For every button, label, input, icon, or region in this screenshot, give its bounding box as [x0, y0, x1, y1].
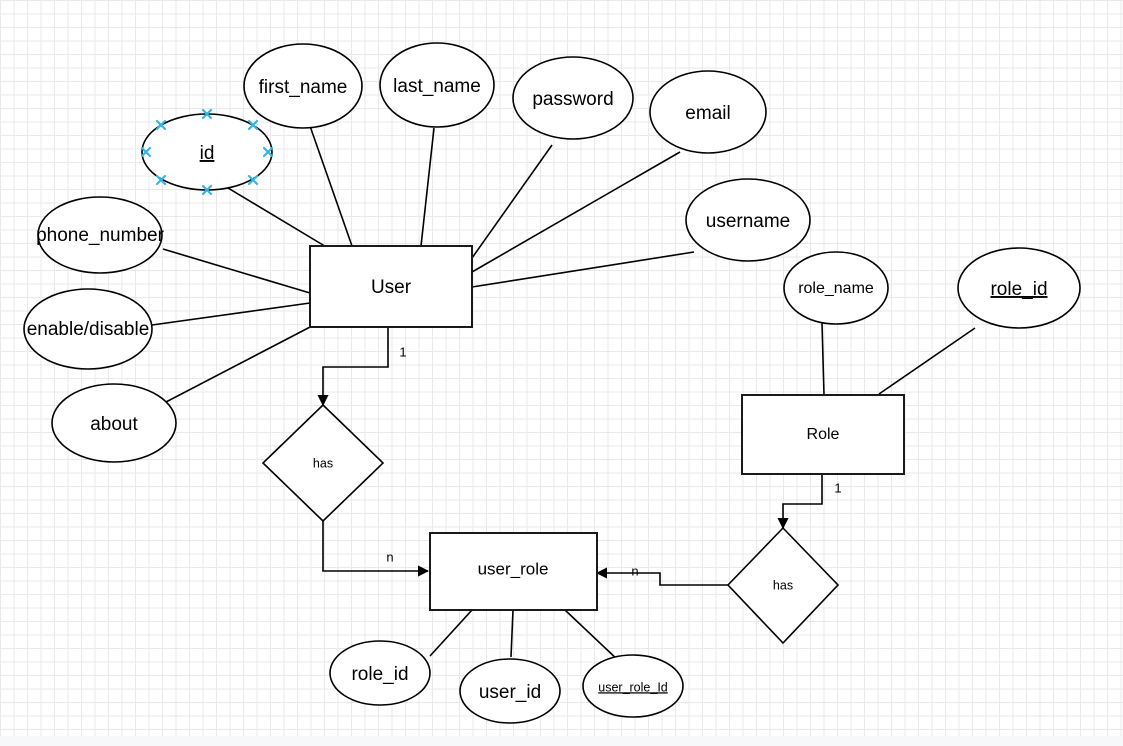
- conn-id-user: [222, 184, 329, 249]
- entity-label: User: [371, 277, 412, 298]
- attribute-label: first_name: [259, 77, 348, 98]
- entity-label: Role: [807, 426, 840, 443]
- attribute-label: last_name: [393, 76, 481, 97]
- handle-bottom-left: [155, 174, 167, 186]
- entity-box[interactable]: [741, 394, 905, 475]
- conn-has-left-userrole: [322, 521, 430, 577]
- attribute-ur-user-role-id[interactable]: user_role_Id: [582, 654, 684, 718]
- attribute-username[interactable]: username: [685, 178, 811, 262]
- conn-password-user: [471, 144, 553, 259]
- handle-right: [262, 146, 274, 158]
- attribute-label: user_role_Id: [598, 680, 668, 694]
- attribute-first-name[interactable]: first_name: [243, 43, 363, 129]
- attribute-label: id: [200, 143, 215, 164]
- attribute-password[interactable]: password: [512, 56, 634, 140]
- cardinality-role-has: 1: [834, 480, 841, 495]
- conn-ur-userid: [510, 609, 514, 658]
- conn-role-has-right: [777, 474, 823, 530]
- connector-lines: has(left) : elbow with arrow --> user_ro…: [151, 125, 976, 663]
- attribute-label: password: [532, 89, 613, 110]
- attribute-email[interactable]: email: [649, 70, 767, 154]
- cardinality-has-userrole-right: n: [631, 563, 638, 578]
- attribute-ellipse[interactable]: [37, 196, 163, 274]
- relationship-label: has: [773, 578, 793, 592]
- conn-has-right-userrole: [595, 567, 728, 586]
- attribute-label: username: [706, 211, 791, 232]
- attribute-ellipse[interactable]: [512, 56, 634, 140]
- attribute-label: about: [90, 414, 138, 435]
- attribute-ellipse[interactable]: [649, 70, 767, 154]
- attribute-ellipse[interactable]: [329, 640, 431, 706]
- conn-lastname-user: [420, 127, 435, 247]
- conn-firstname-user: [309, 125, 353, 247]
- horizontal-scrollbar-track[interactable]: [0, 736, 1123, 746]
- conn-ur-roleid: [429, 609, 473, 657]
- attribute-label: role_name: [798, 280, 874, 297]
- attribute-ellipse[interactable]: [582, 654, 684, 718]
- attribute-ellipse[interactable]: [379, 42, 495, 128]
- conn-ur-userroleid: [564, 609, 621, 663]
- attribute-ellipse[interactable]: [459, 658, 561, 724]
- conn-phonenumber-user: [162, 248, 311, 294]
- entity-box[interactable]: [309, 245, 473, 328]
- attribute-ellipse[interactable]: [23, 288, 153, 370]
- attribute-ellipse[interactable]: [957, 247, 1081, 329]
- attribute-id[interactable]: id: [140, 108, 274, 196]
- conn-user-has-left: [317, 327, 389, 407]
- relationship-diamond[interactable]: [726, 526, 840, 645]
- attribute-ellipse[interactable]: [685, 178, 811, 262]
- attribute-ellipse[interactable]: [51, 383, 177, 463]
- attribute-ur-role-id[interactable]: role_id: [329, 640, 431, 706]
- entity-label: user_role: [478, 559, 549, 578]
- attribute-phone-number[interactable]: phone_number: [36, 196, 165, 274]
- handle-top-left: [155, 119, 167, 131]
- handle-bottom: [201, 184, 213, 196]
- entity-box[interactable]: [429, 532, 598, 611]
- attribute-enable-disable[interactable]: enable/disable: [23, 288, 153, 370]
- handle-top: [201, 108, 213, 120]
- conn-username-user: [471, 251, 695, 288]
- handle-bottom-right: [247, 174, 259, 186]
- relationship-has-right[interactable]: has: [726, 526, 840, 645]
- relationship-label: has: [313, 456, 333, 470]
- relationship-diamond[interactable]: [261, 403, 385, 523]
- entity-user[interactable]: User: [309, 245, 473, 328]
- relationship-has-left[interactable]: has: [261, 403, 385, 523]
- attribute-last-name[interactable]: last_name: [379, 42, 495, 128]
- selection-handles[interactable]: [140, 108, 274, 196]
- attribute-about[interactable]: about: [51, 383, 177, 463]
- entity-user-role[interactable]: user_role: [429, 532, 598, 611]
- conn-rolename-role: [821, 322, 825, 396]
- cardinality-has-userrole: n: [386, 549, 393, 564]
- attribute-ellipse[interactable]: [243, 43, 363, 129]
- attribute-ur-user-id[interactable]: user_id: [459, 658, 561, 724]
- attribute-role-name[interactable]: role_name: [783, 251, 889, 325]
- conn-roleid-role: [878, 327, 976, 395]
- attribute-ellipse[interactable]: [783, 251, 889, 325]
- attribute-label: phone_number: [36, 225, 164, 246]
- entity-role[interactable]: Role: [741, 394, 905, 475]
- conn-about-user: [165, 325, 313, 403]
- conn-enabledisable-user: [151, 302, 311, 326]
- viewport-bottom-strip: [0, 736, 1123, 746]
- attribute-role-id[interactable]: role_id: [957, 247, 1081, 329]
- attribute-label: role_id: [990, 279, 1047, 300]
- conn-email-user: [471, 151, 681, 273]
- cardinality-user-has: 1: [399, 344, 406, 359]
- attribute-label: email: [685, 103, 730, 124]
- attribute-label: role_id: [351, 664, 408, 685]
- handle-top-right: [247, 119, 259, 131]
- attribute-label: enable/disable: [27, 319, 150, 340]
- attribute-label: user_id: [479, 682, 541, 703]
- handle-left: [140, 146, 152, 158]
